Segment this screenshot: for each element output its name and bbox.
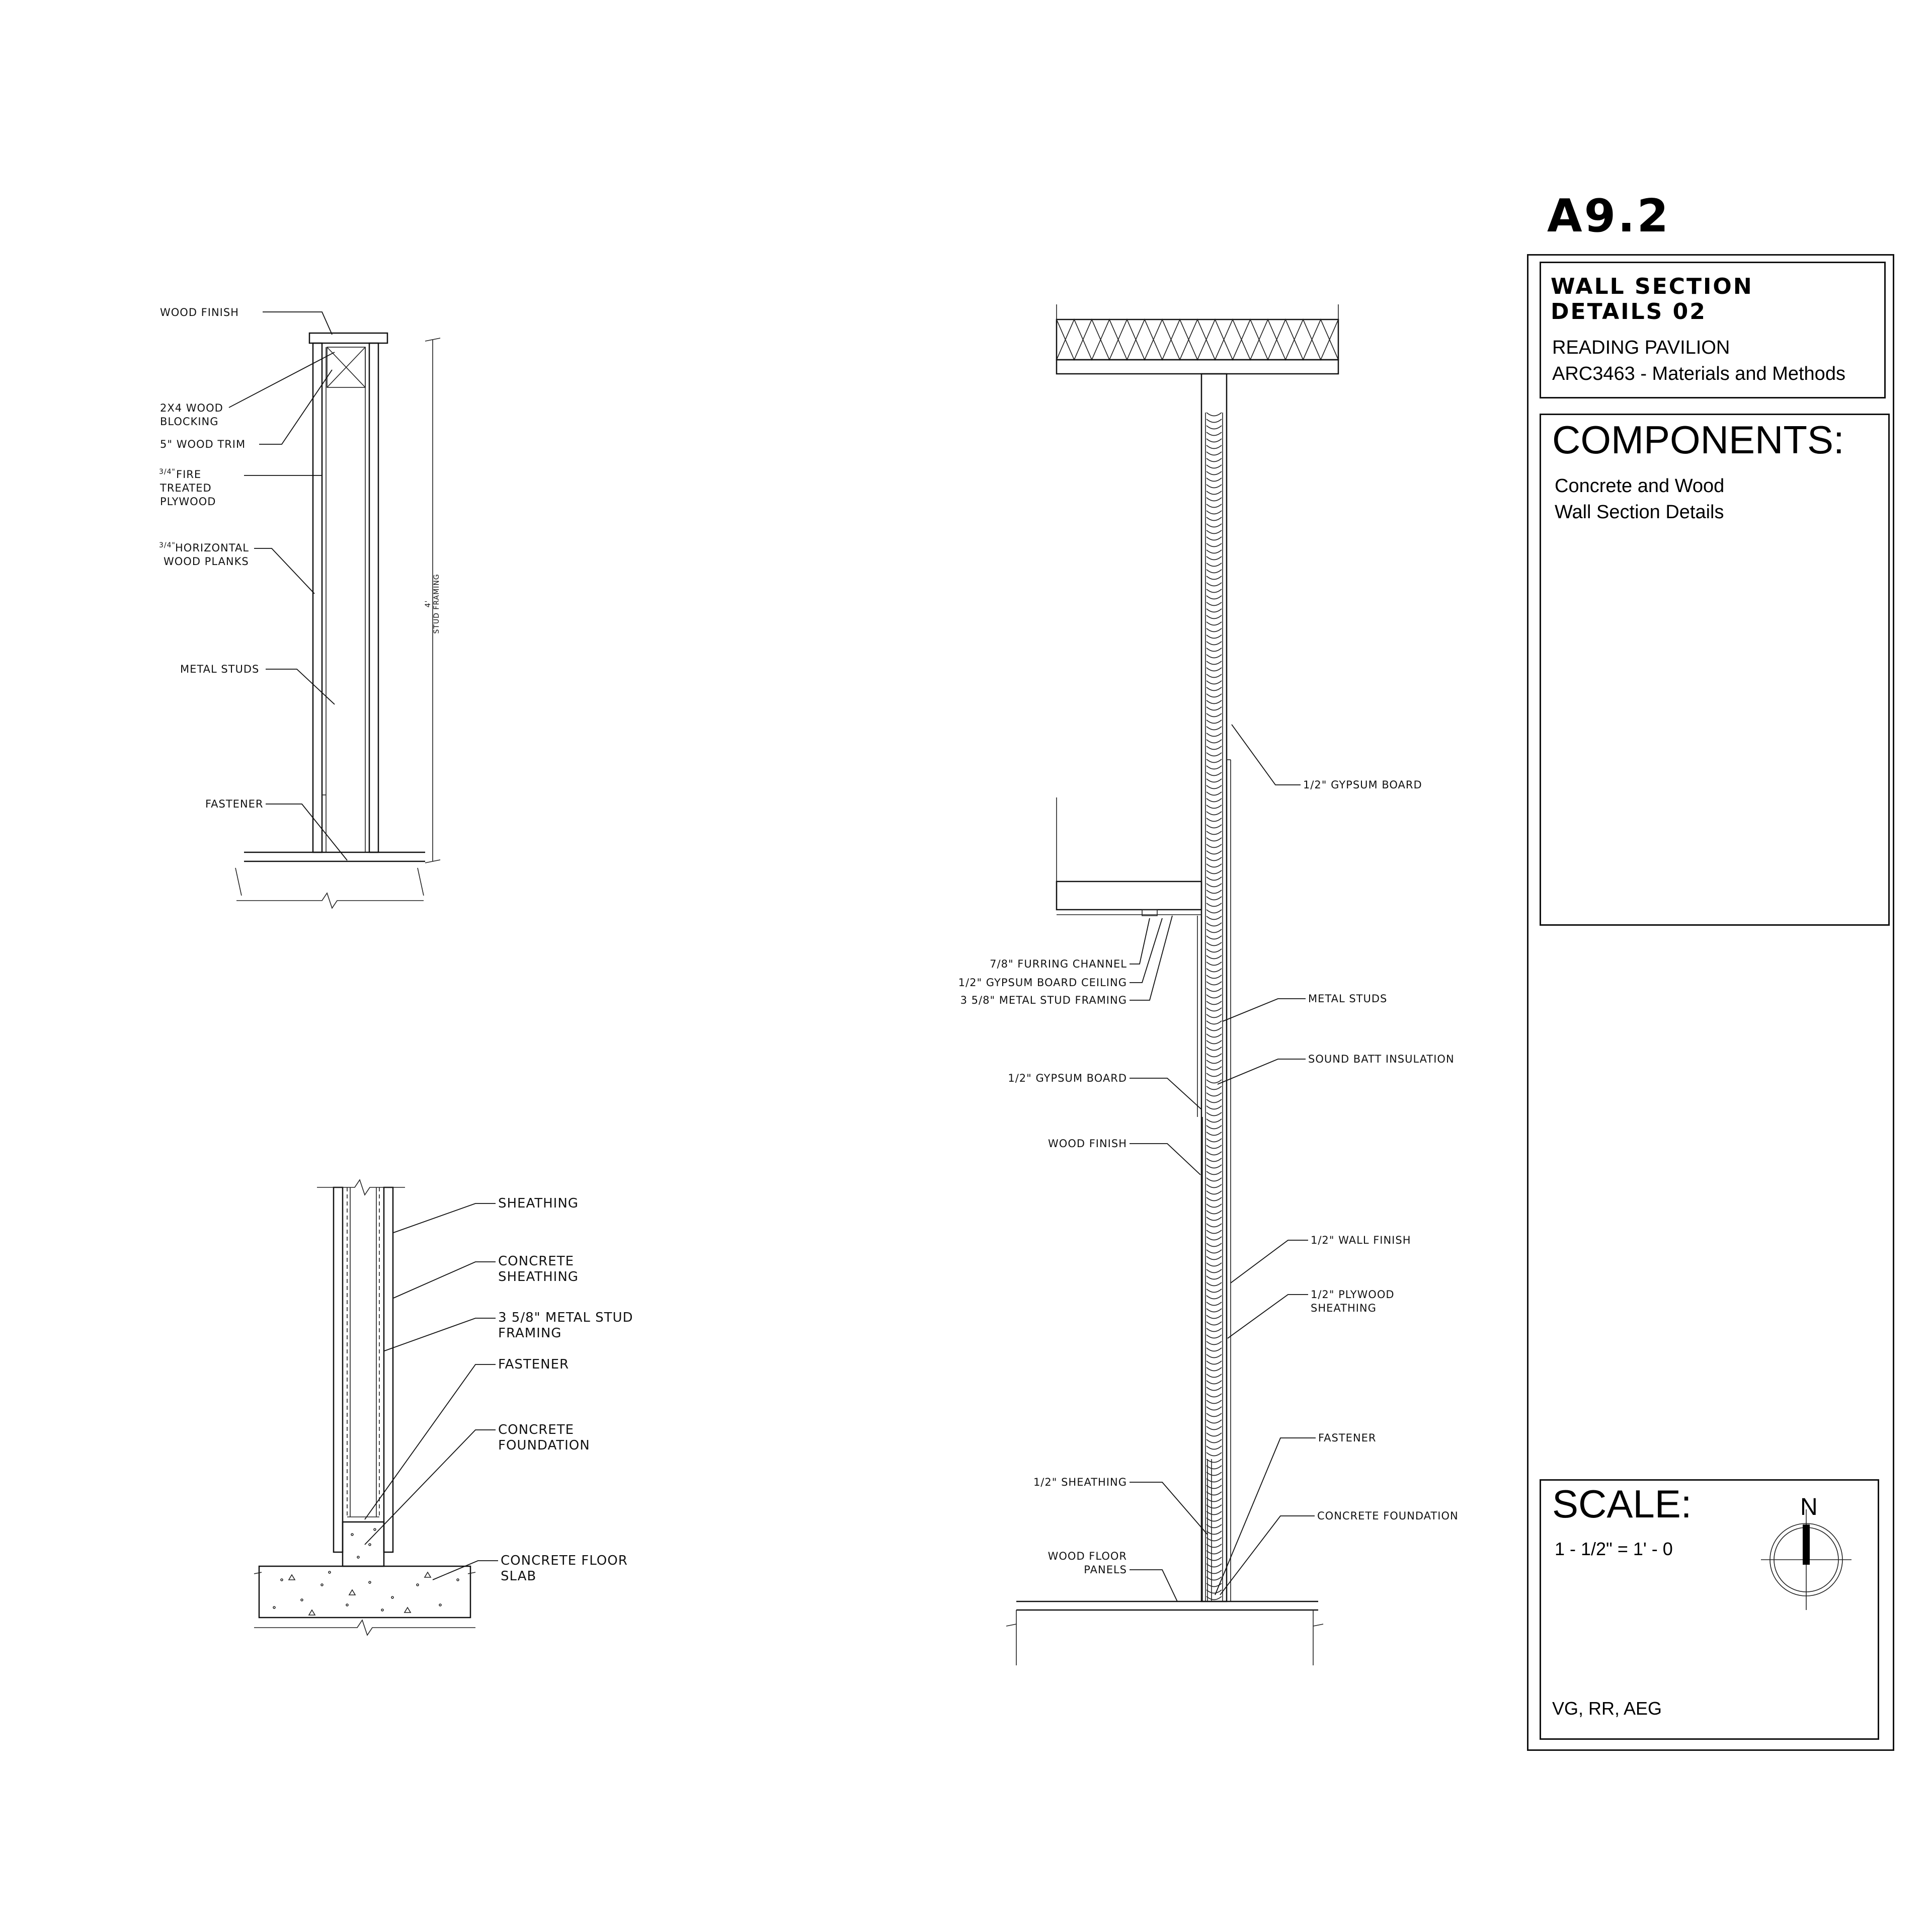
label-stud-1: 3 5/8" METAL STUD	[498, 1310, 633, 1325]
label-gypsum-top: 1/2" GYPSUM BOARD	[1303, 779, 1422, 791]
dim-value: 4'	[424, 600, 432, 608]
detail-concrete-foundation: SHEATHING CONCRETE SHEATHING 3 5/8" META…	[254, 1179, 633, 1636]
label-wood-finish-main: WOOD FINISH	[1048, 1138, 1127, 1150]
label-concrete-sheathing-1: CONCRETE	[498, 1254, 574, 1269]
label-gypsum-left: 1/2" GYPSUM BOARD	[1008, 1072, 1127, 1084]
label-plywood-2: TREATED	[159, 482, 212, 494]
label-fastener-main: FASTENER	[1318, 1432, 1377, 1444]
label-plywood-1-main: 1/2" PLYWOOD	[1311, 1289, 1395, 1301]
insulation-batt	[1206, 412, 1222, 1600]
label-slab-1: CONCRETE FLOOR	[501, 1553, 628, 1568]
label-plywood-2-main: SHEATHING	[1311, 1302, 1377, 1314]
label-planks-2: WOOD PLANKS	[164, 555, 249, 568]
label-floor-1: WOOD FLOOR	[1048, 1550, 1127, 1562]
label-fastener: FASTENER	[205, 798, 264, 810]
label-foundation-1: CONCRETE	[498, 1422, 574, 1437]
label-planks-frac: 3/4"	[159, 541, 176, 549]
label-gyp-ceiling: 1/2" GYPSUM BOARD CEILING	[958, 977, 1127, 989]
label-plywood-frac: 3/4"	[159, 468, 176, 476]
label-sheathing-main: 1/2" SHEATHING	[1033, 1476, 1127, 1488]
label-stud-2: FRAMING	[498, 1326, 561, 1341]
label-blocking-1: 2X4 WOOD	[160, 402, 223, 414]
north-arrow-icon	[1761, 1509, 1852, 1610]
label-concrete-sheathing-2: SHEATHING	[498, 1269, 579, 1284]
detail-main-wall-section: 1/2" GYPSUM BOARD METAL STUDS SOUND BATT…	[958, 304, 1459, 1665]
slab-aggregate	[273, 1571, 459, 1616]
label-wood-finish: WOOD FINISH	[160, 306, 239, 318]
label-slab-2: SLAB	[501, 1569, 536, 1584]
label-fastener-b: FASTENER	[498, 1357, 569, 1372]
label-plywood-3: PLYWOOD	[160, 496, 216, 508]
label-sound-batt: SOUND BATT INSULATION	[1308, 1053, 1455, 1065]
label-metal-studs-main: METAL STUDS	[1308, 993, 1387, 1005]
label-floor-2: PANELS	[1084, 1564, 1127, 1576]
label-planks-1: HORIZONTAL	[175, 542, 249, 554]
label-metal-studs: METAL STUDS	[180, 663, 259, 675]
dim-label: STUD FRAMING	[433, 574, 441, 633]
label-concrete-foundation: CONCRETE FOUNDATION	[1317, 1510, 1459, 1522]
label-wall-finish: 1/2" WALL FINISH	[1311, 1234, 1411, 1246]
detail-wood-wall: 4' STUD FRAMING WOOD FINISH 2X4 WOOD BLO…	[159, 306, 441, 909]
label-stud-framing: 3 5/8" METAL STUD FRAMING	[960, 994, 1127, 1006]
label-foundation-2: FOUNDATION	[498, 1438, 590, 1453]
insulation-pattern	[1206, 412, 1222, 1600]
label-trim: 5" WOOD TRIM	[160, 438, 246, 450]
label-sheathing: SHEATHING	[498, 1196, 579, 1211]
label-furring: 7/8" FURRING CHANNEL	[990, 958, 1127, 970]
label-plywood-1: FIRE	[176, 468, 201, 480]
label-blocking-2: BLOCKING	[160, 416, 219, 428]
foundation-hatch	[351, 1528, 376, 1559]
